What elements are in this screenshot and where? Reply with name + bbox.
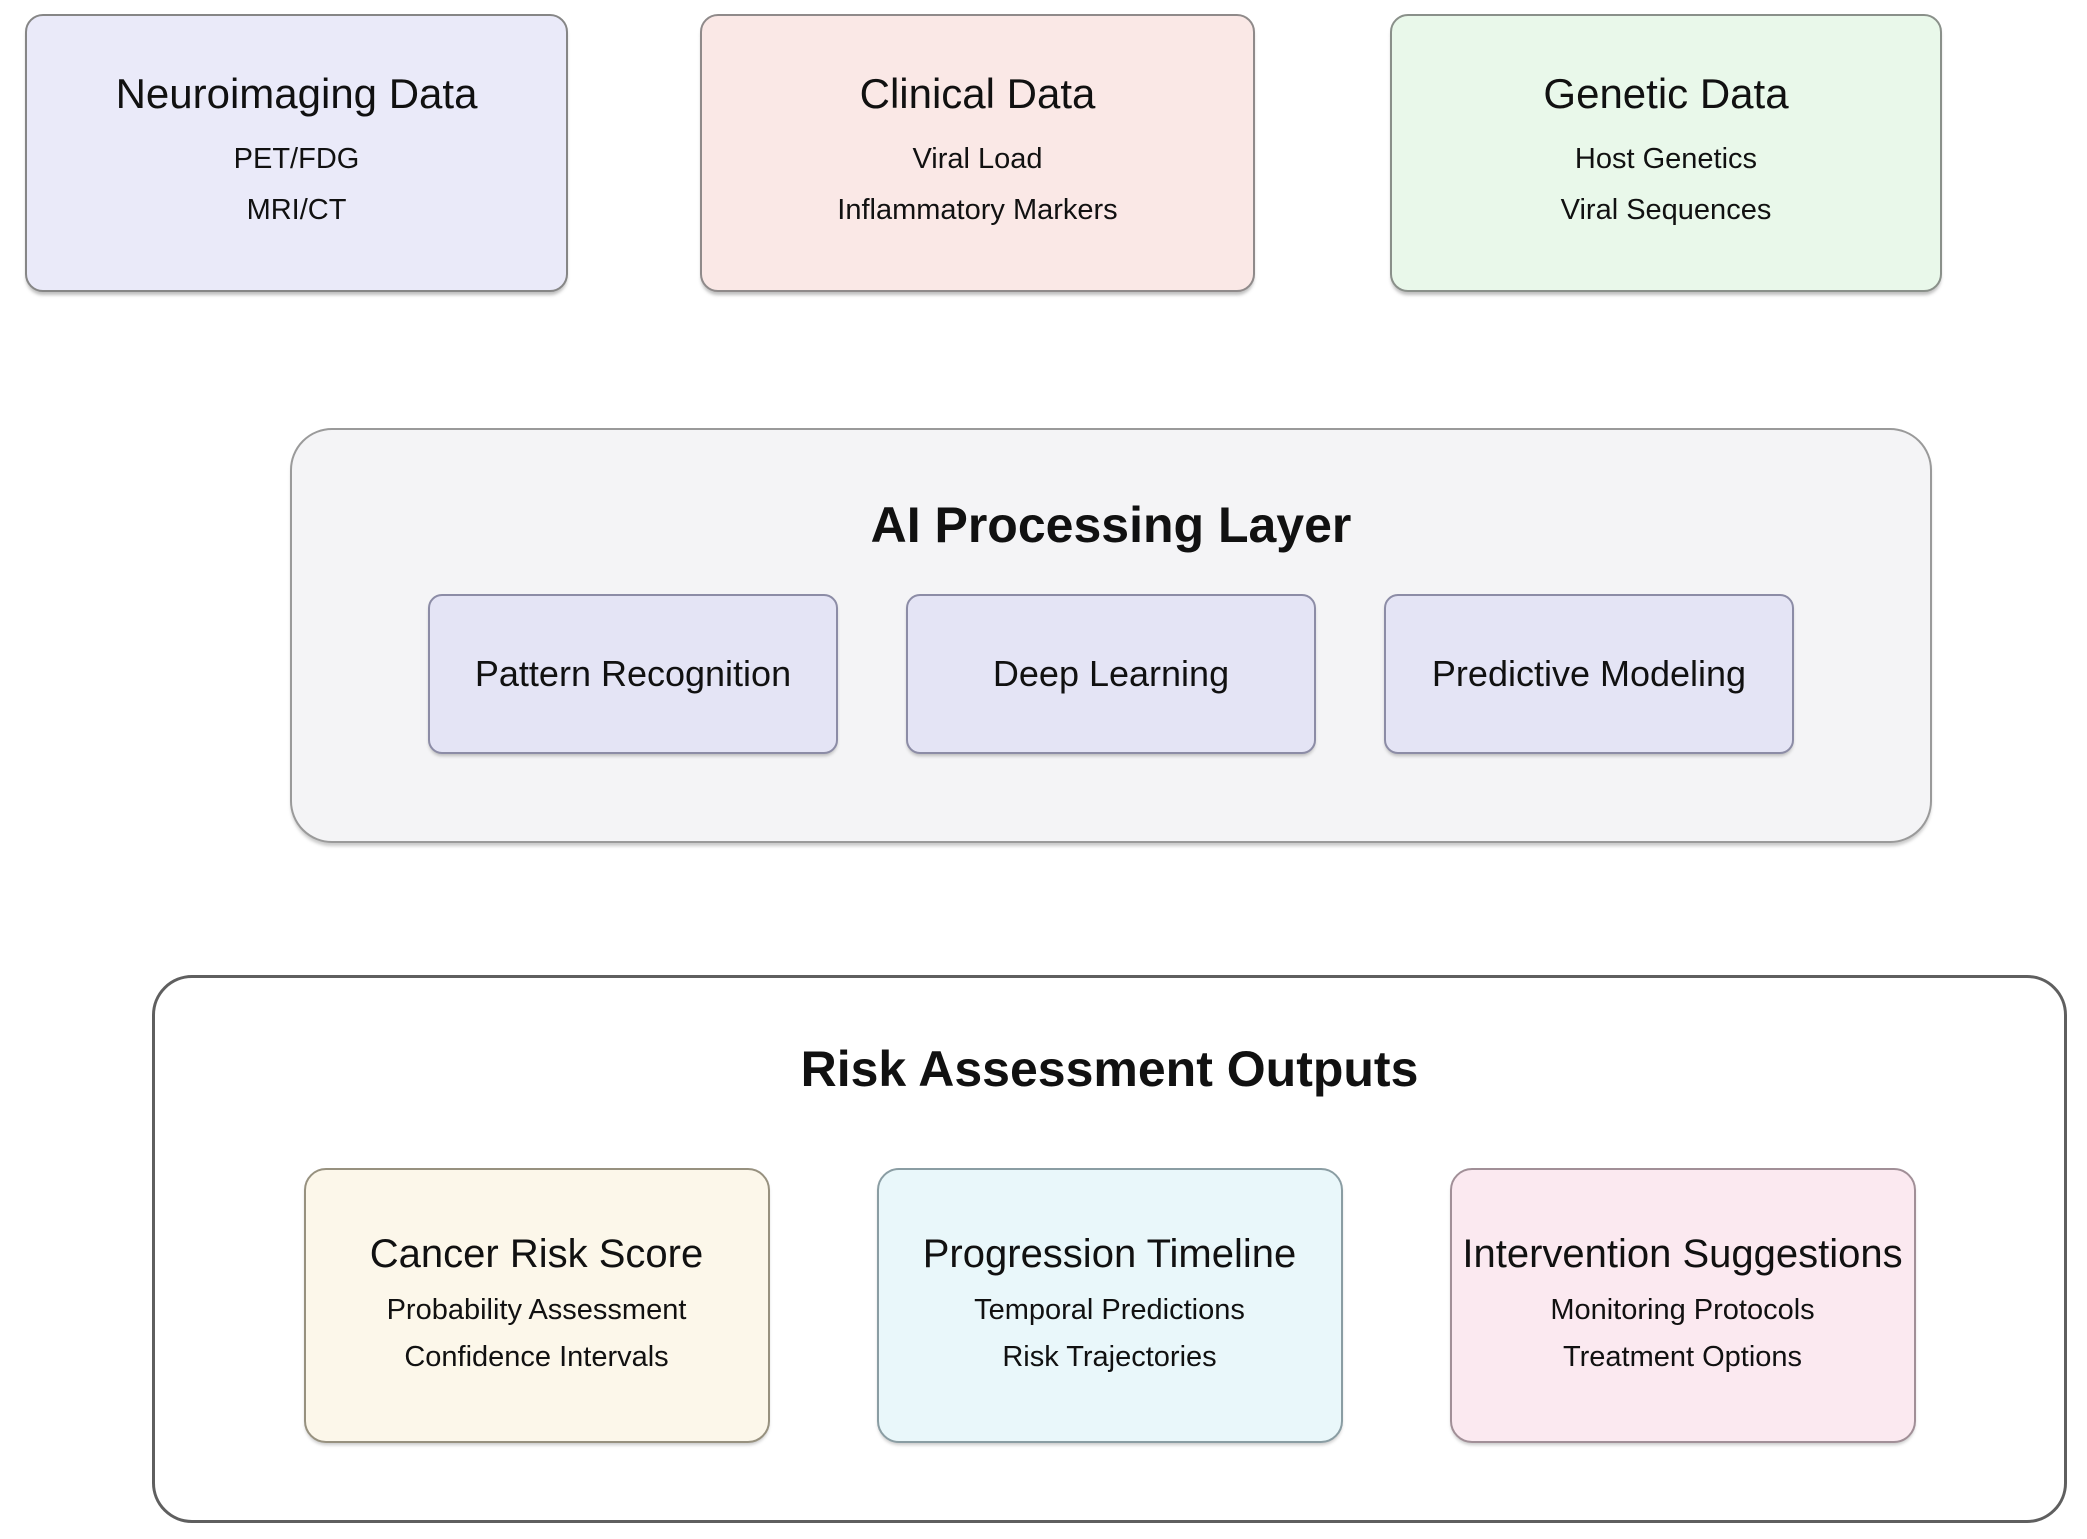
module-label: Deep Learning <box>992 653 1230 694</box>
card-title: Genetic Data <box>1543 69 1789 117</box>
module-predictive-modeling: Predictive Modeling <box>1384 594 1794 754</box>
module-label: Pattern Recognition <box>474 653 792 694</box>
module-label: Predictive Modeling <box>1431 653 1747 694</box>
card-subitem: Temporal Predictions <box>974 1293 1245 1326</box>
card-subitem: Viral Sequences <box>1560 194 1772 227</box>
module-deep-learning: Deep Learning <box>906 594 1316 754</box>
card-subitem: Inflammatory Markers <box>837 194 1118 227</box>
output-card-progression-timeline: Progression Timeline Temporal Prediction… <box>876 1168 1343 1443</box>
input-card-neuroimaging: Neuroimaging Data PET/FDG MRI/CT <box>25 14 568 292</box>
input-card-genetic: Genetic Data Host Genetics Viral Sequenc… <box>1390 14 1942 292</box>
output-row: Cancer Risk Score Probability Assessment… <box>155 1168 2064 1443</box>
card-subitem: Confidence Intervals <box>404 1340 669 1373</box>
output-card-cancer-risk-score: Cancer Risk Score Probability Assessment… <box>303 1168 770 1443</box>
card-subitem: Probability Assessment <box>386 1293 687 1326</box>
module-row: Pattern Recognition Deep Learning Predic… <box>292 594 1930 754</box>
card-subitem: PET/FDG <box>233 143 360 176</box>
card-title: Progression Timeline <box>922 1231 1297 1276</box>
card-subitem: Monitoring Protocols <box>1550 1293 1815 1326</box>
card-subitem: Treatment Options <box>1562 1340 1803 1373</box>
card-subitem: Viral Load <box>912 143 1043 176</box>
ai-processing-container: AI Processing Layer Pattern Recognition … <box>290 428 1932 843</box>
card-title: Clinical Data <box>859 69 1096 117</box>
card-title: Neuroimaging Data <box>115 69 478 117</box>
input-card-clinical: Clinical Data Viral Load Inflammatory Ma… <box>700 14 1255 292</box>
card-title: Cancer Risk Score <box>369 1231 704 1276</box>
section-title-risk-outputs: Risk Assessment Outputs <box>800 1041 1419 1097</box>
output-card-intervention-suggestions: Intervention Suggestions Monitoring Prot… <box>1449 1168 1916 1443</box>
card-title: Intervention Suggestions <box>1462 1231 1903 1276</box>
section-title-ai-processing: AI Processing Layer <box>870 497 1352 553</box>
card-subitem: Host Genetics <box>1574 143 1758 176</box>
module-pattern-recognition: Pattern Recognition <box>428 594 838 754</box>
card-subitem: Risk Trajectories <box>1002 1340 1217 1373</box>
card-subitem: MRI/CT <box>246 194 347 227</box>
risk-outputs-container: Risk Assessment Outputs Cancer Risk Scor… <box>152 975 2067 1523</box>
